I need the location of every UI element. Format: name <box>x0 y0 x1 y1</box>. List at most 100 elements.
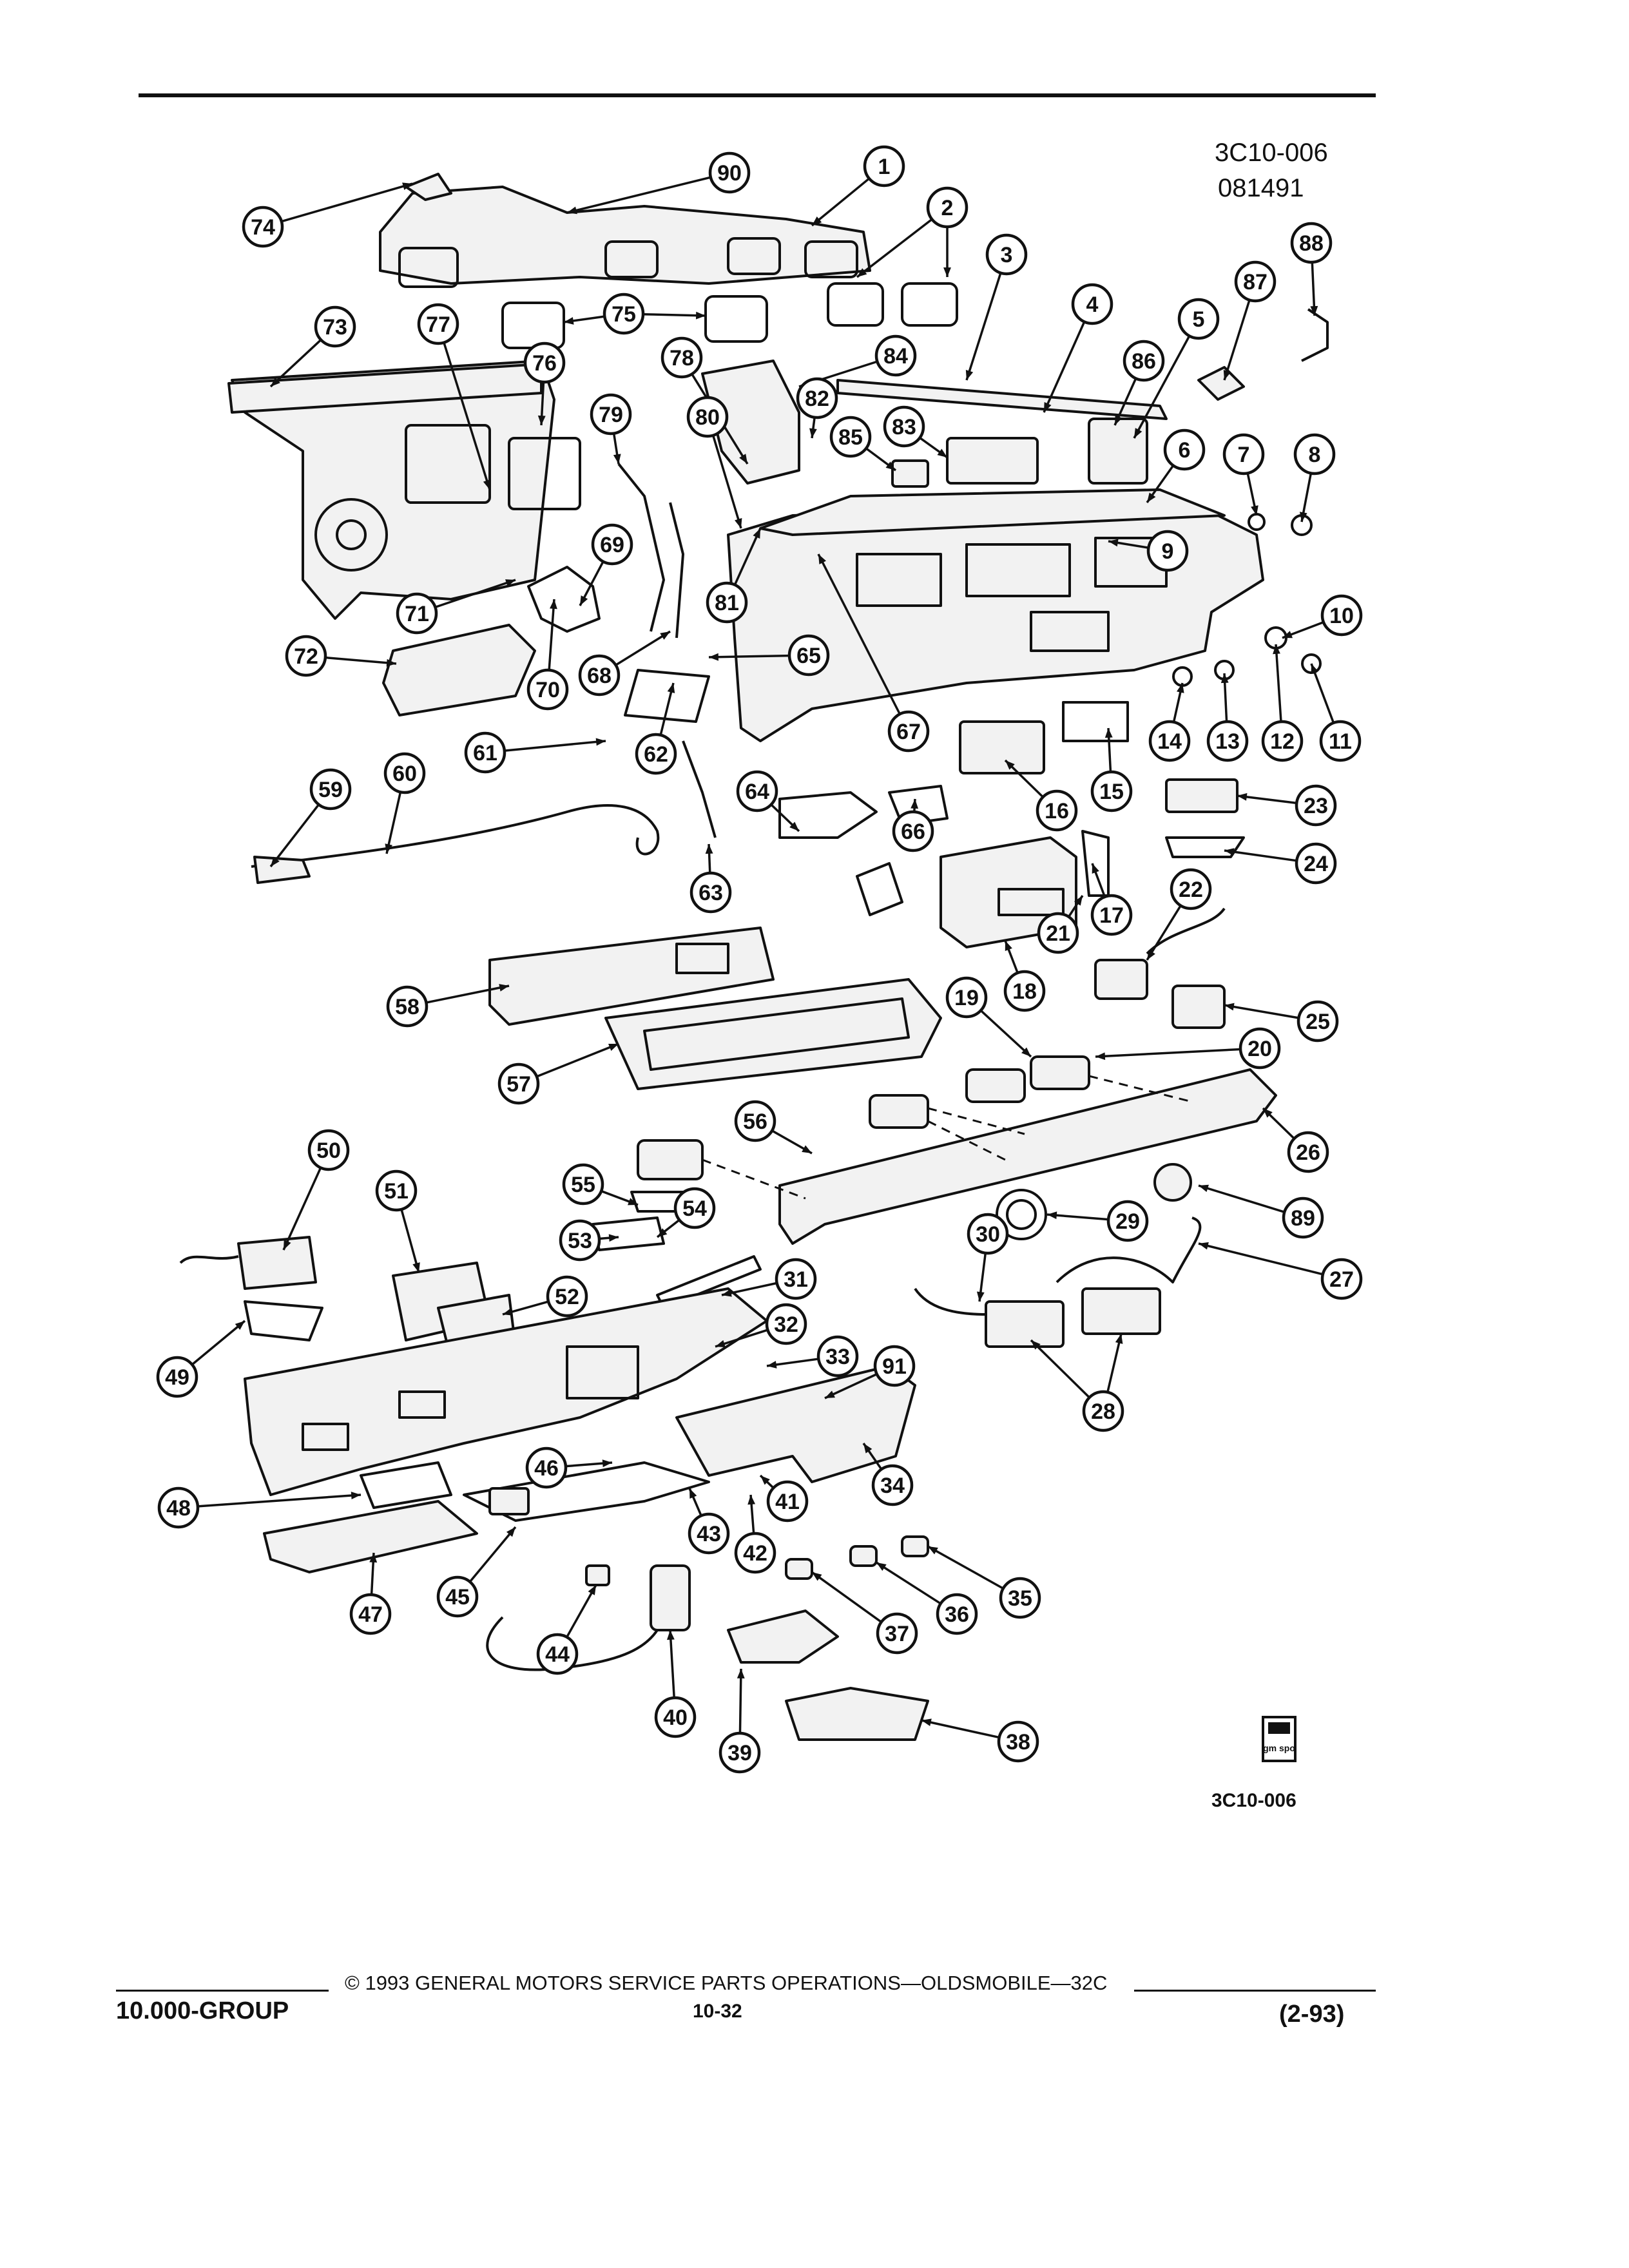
leader-arrowhead <box>595 738 606 746</box>
callout-circle <box>578 654 621 697</box>
side-outlet-duct <box>382 624 536 716</box>
callout-number: 24 <box>1304 852 1328 876</box>
callout-number: 35 <box>1008 1586 1032 1611</box>
leader-arrowhead <box>499 984 509 992</box>
callout-77: 77 <box>417 303 459 345</box>
callout-44: 44 <box>536 1633 579 1675</box>
callout-number: 63 <box>699 881 723 905</box>
callout-57: 57 <box>497 1062 540 1105</box>
callout-46: 46 <box>525 1446 568 1489</box>
callout-29: 29 <box>1106 1200 1149 1242</box>
callout-circle <box>562 1163 604 1206</box>
blower-hub <box>336 519 367 550</box>
callout-number: 37 <box>885 1622 909 1646</box>
callout-62: 62 <box>635 733 677 775</box>
leader-line <box>566 1584 597 1638</box>
callout-circle <box>1082 1390 1124 1432</box>
leader-arrowhead <box>1282 631 1293 639</box>
leader-arrowhead <box>537 415 546 425</box>
leader-arrowhead <box>657 1228 668 1237</box>
callout-number: 89 <box>1291 1206 1315 1231</box>
leader-arrowhead <box>1224 1003 1235 1011</box>
leader-arrowhead <box>943 267 951 277</box>
footer-page-number: 10-32 <box>693 2001 742 2022</box>
leader-arrowhead <box>911 799 919 809</box>
callout-circle <box>635 733 677 775</box>
callout-11: 11 <box>1319 720 1362 762</box>
leader-arrowhead <box>976 1291 985 1302</box>
callout-number: 77 <box>426 312 450 337</box>
leader-line <box>1106 1333 1123 1393</box>
callout-circle <box>688 1512 730 1555</box>
leader-arrowhead <box>608 1044 619 1052</box>
leader-arrowhead <box>588 1585 596 1595</box>
figure-code-bottom: 3C10-006 <box>1211 1790 1296 1811</box>
heater-door <box>508 437 581 510</box>
callout-3: 3 <box>985 233 1028 276</box>
leader-arrowhead <box>1134 428 1142 438</box>
air-outlet <box>1171 985 1226 1029</box>
knob <box>1172 666 1193 687</box>
heater-door <box>405 424 491 504</box>
callout-66: 66 <box>892 810 934 852</box>
trim-opening <box>398 1390 446 1419</box>
bracket <box>592 1216 665 1251</box>
leader-arrowhead <box>351 1492 361 1499</box>
leader-line <box>536 1043 619 1078</box>
callout-81: 81 <box>706 581 748 624</box>
small-switch <box>891 459 929 488</box>
callout-number: 6 <box>1179 438 1191 463</box>
callout-circle <box>1295 842 1337 885</box>
callout-56: 56 <box>734 1100 776 1142</box>
leader-arrowhead <box>666 1630 675 1640</box>
leader-line <box>738 1668 742 1734</box>
leader-arrowhead <box>1108 539 1119 547</box>
callout-circle <box>1177 298 1220 340</box>
callout-number: 64 <box>745 780 769 804</box>
callout-circle <box>157 1486 200 1529</box>
bracket <box>463 1461 710 1522</box>
callout-number: 69 <box>600 533 624 557</box>
callout-number: 41 <box>775 1490 800 1514</box>
leader-arrowhead <box>1104 728 1113 738</box>
cluster-bezel-inner <box>643 997 910 1071</box>
callout-circle <box>1222 433 1265 476</box>
leader-line <box>1095 1048 1241 1058</box>
leader-line <box>876 1561 941 1605</box>
callout-84: 84 <box>874 334 917 377</box>
callout-circle <box>863 145 905 187</box>
leader-arrowhead <box>812 1572 822 1581</box>
callout-70: 70 <box>526 668 569 711</box>
cluster-bezel <box>604 978 942 1090</box>
callout-number: 55 <box>571 1173 595 1197</box>
brace <box>682 740 717 838</box>
callout-number: 32 <box>774 1312 798 1337</box>
callout-circle <box>1163 428 1206 471</box>
callout-circle <box>936 1593 978 1635</box>
leader-arrowhead <box>613 454 621 464</box>
callout-circle <box>497 1062 540 1105</box>
callout-circle <box>876 1612 918 1655</box>
callout-86: 86 <box>1123 340 1165 382</box>
callout-circle <box>718 1731 761 1774</box>
callout-number: 66 <box>901 820 925 844</box>
rod <box>669 502 684 639</box>
alignment-line <box>1088 1075 1193 1103</box>
callout-circle <box>536 1633 579 1675</box>
outlet-seal <box>827 282 884 327</box>
leader-line <box>269 803 320 868</box>
callout-circle <box>796 377 838 419</box>
leader-arrowhead <box>385 843 393 854</box>
callout-number: 53 <box>568 1229 592 1253</box>
callout-circle <box>997 1720 1039 1763</box>
sensor <box>1301 308 1329 362</box>
leader-arrowhead <box>1224 848 1235 856</box>
leader-arrowhead <box>715 1340 726 1348</box>
callout-number: 91 <box>882 1354 907 1379</box>
leader-arrowhead <box>1095 1052 1106 1061</box>
callout-61: 61 <box>464 731 506 774</box>
leader-arrowhead <box>1176 683 1184 693</box>
leader-arrowhead <box>885 461 896 470</box>
leader-line <box>642 312 706 317</box>
